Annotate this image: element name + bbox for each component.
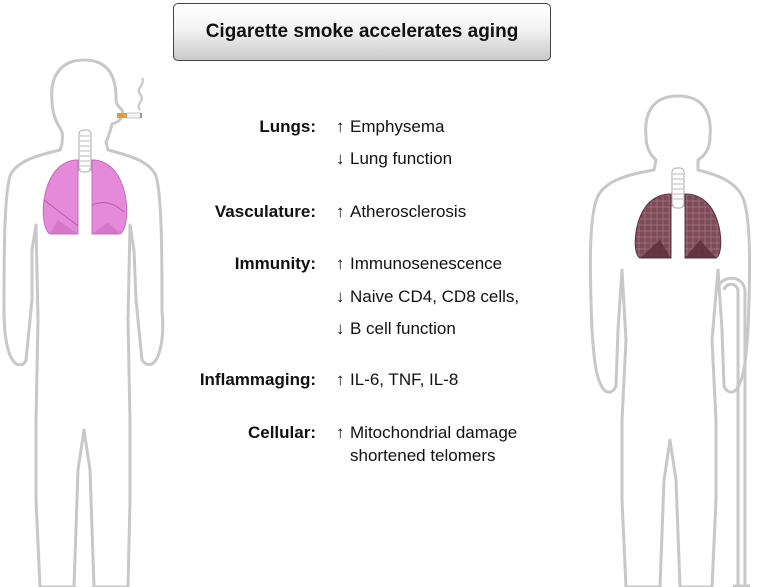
down-arrow-icon: ↓	[336, 149, 345, 168]
effect-lung-function: ↓ Lung function	[336, 146, 452, 172]
category-cellular: Cellular:	[247, 423, 316, 442]
effect-naive-cells: ↓ Naive CD4, CD8 cells,	[336, 284, 519, 310]
up-arrow-icon: ↑	[336, 202, 345, 221]
effect-mitochondrial-damage: ↑ Mitochondrial damage	[336, 420, 517, 446]
up-arrow-icon: ↑	[336, 370, 345, 389]
up-arrow-icon: ↑	[336, 254, 345, 273]
healthy-lungs	[42, 129, 128, 235]
effect-b-cell-function: ↓ B cell function	[336, 316, 456, 342]
effect-shortened-telomers: shortened telomers	[350, 443, 496, 469]
effect-immunosenescence: ↑ Immunosenescence	[336, 251, 502, 277]
old-person-silhouette	[588, 94, 752, 587]
effect-text: B cell function	[350, 319, 456, 338]
effect-text: Mitochondrial damage	[350, 423, 518, 442]
effect-text: Emphysema	[350, 117, 445, 136]
category-vasculature: Vasculature:	[214, 202, 316, 221]
category-immunity: Immunity:	[234, 254, 316, 273]
down-arrow-icon: ↓	[336, 287, 345, 306]
effect-cytokines: ↑ IL-6, TNF, IL-8	[336, 367, 458, 393]
effect-text: Immunosenescence	[350, 254, 503, 273]
effect-text: Lung function	[350, 149, 453, 168]
up-arrow-icon: ↑	[336, 423, 345, 442]
damaged-lungs	[634, 167, 722, 259]
title-box: Cigarette smoke accelerates aging	[173, 3, 551, 61]
effect-text: Naive CD4, CD8 cells,	[350, 287, 520, 306]
category-inflammaging: Inflammaging:	[199, 370, 316, 389]
effect-text: Atherosclerosis	[350, 202, 467, 221]
effect-atherosclerosis: ↑ Atherosclerosis	[336, 199, 466, 225]
diagram-title: Cigarette smoke accelerates aging	[205, 21, 519, 42]
cigarette-icon	[117, 77, 145, 119]
category-lungs: Lungs:	[259, 117, 316, 136]
cane-icon	[715, 276, 750, 587]
effect-text: IL-6, TNF, IL-8	[350, 370, 459, 389]
effect-text: shortened telomers	[350, 446, 496, 465]
down-arrow-icon: ↓	[336, 319, 345, 338]
effect-emphysema: ↑ Emphysema	[336, 114, 444, 140]
up-arrow-icon: ↑	[336, 117, 345, 136]
